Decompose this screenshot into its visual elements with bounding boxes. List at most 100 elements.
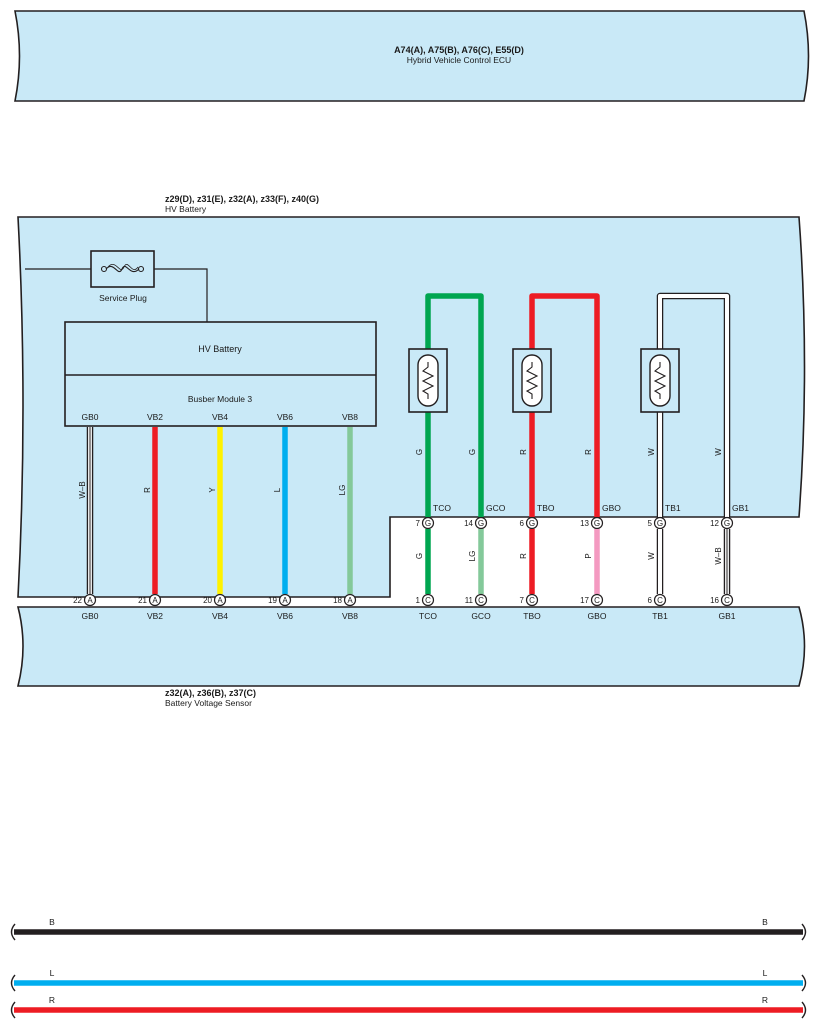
lower-wire-color: R	[519, 553, 528, 559]
line-break-left	[10, 1001, 16, 1019]
c-pin-label: TCO	[419, 611, 437, 621]
c-pin-label: TBO	[523, 611, 541, 621]
busbar-wire-color: W–B	[78, 481, 87, 498]
thermistor-zigzag	[525, 362, 539, 399]
busbar-pin-label: VB4	[212, 412, 228, 422]
a-terminal-letter: A	[282, 596, 288, 605]
c-terminal	[720, 593, 734, 607]
a-terminal	[278, 593, 292, 607]
lower-wire-color: P	[584, 553, 593, 558]
a-terminal-letter: A	[152, 596, 158, 605]
a-terminal-number: 22	[73, 596, 82, 605]
ecu-panel	[14, 10, 810, 102]
ecu-codes: A74(A), A75(B), A76(C), E55(D)	[394, 45, 524, 55]
line-break-right	[801, 923, 807, 941]
c-terminal-number: 6	[648, 596, 653, 605]
bus-line-label-right: R	[762, 995, 768, 1005]
lower-wire-color: LG	[468, 551, 477, 562]
c-pin-label: GB1	[718, 611, 735, 621]
a-pin-label: GB0	[81, 611, 98, 621]
g-terminal-number: 12	[710, 519, 719, 528]
busbar-wire-color: Y	[208, 487, 217, 493]
a-terminal-letter: A	[217, 596, 223, 605]
busbar-pin-label: VB8	[342, 412, 358, 422]
hv-battery-codes: z29(D), z31(E), z32(A), z33(F), z40(G)	[165, 194, 319, 204]
c-terminal-letter: C	[529, 596, 535, 605]
thermistor-icon	[417, 354, 439, 407]
a-terminal-letter: A	[87, 596, 93, 605]
g-terminal-letter: G	[724, 519, 730, 528]
fuse-icon	[107, 264, 139, 270]
service-plug-wire	[25, 268, 208, 322]
hv-battery-name: HV Battery	[165, 204, 207, 214]
g-terminal	[421, 516, 435, 530]
c-terminal-letter: C	[657, 596, 663, 605]
line-break-left	[10, 974, 16, 992]
a-terminal-letter: A	[347, 596, 353, 605]
busbar-wire-color: R	[143, 487, 152, 493]
bus-line-label-left: R	[49, 995, 55, 1005]
busbar-pin-label: VB6	[277, 412, 293, 422]
c-terminal-number: 16	[710, 596, 719, 605]
a-pin-label: VB2	[147, 611, 163, 621]
sensor-codes: z32(A), z36(B), z37(C)	[165, 688, 256, 698]
sensor-name: Battery Voltage Sensor	[165, 698, 252, 708]
fuse-icon	[105, 265, 140, 273]
hv-battery-box	[64, 321, 377, 427]
a-terminal-number: 19	[268, 596, 277, 605]
lower-wire-color: W	[647, 552, 656, 560]
thermistor-zigzag	[653, 362, 667, 399]
g-terminal-number: 13	[580, 519, 589, 528]
g-terminal	[525, 516, 539, 530]
c-terminal-number: 1	[416, 596, 421, 605]
bus-line-label-right: B	[762, 917, 768, 927]
g-terminal-number: 6	[520, 519, 525, 528]
c-terminal	[590, 593, 604, 607]
c-terminal-number: 11	[465, 596, 474, 605]
g-terminal-letter: G	[529, 519, 535, 528]
sensor-term-label: TCO	[433, 503, 451, 513]
c-terminal	[474, 593, 488, 607]
bus-line-label-left: B	[49, 917, 55, 927]
thermistor-icon	[521, 354, 543, 407]
sensor-wire-color: R	[584, 449, 593, 455]
busbar-wire-color: LG	[338, 485, 347, 496]
c-terminal-number: 17	[580, 596, 589, 605]
g-terminal-letter: G	[425, 519, 431, 528]
a-pin-label: VB8	[342, 611, 358, 621]
sensor-wire-color: G	[415, 449, 424, 455]
c-terminal-letter: C	[478, 596, 484, 605]
bus-line-label-left: L	[50, 968, 55, 978]
c-terminal	[525, 593, 539, 607]
g-terminal-number: 14	[464, 519, 473, 528]
sensor-term-label: GB1	[732, 503, 749, 513]
line-break-right	[801, 1001, 807, 1019]
a-terminal	[83, 593, 97, 607]
c-terminal-letter: C	[594, 596, 600, 605]
c-terminal-letter: C	[425, 596, 431, 605]
c-pin-label: GBO	[588, 611, 607, 621]
wiring-diagram	[10, 10, 810, 1019]
busbar-wire-color: L	[273, 487, 282, 492]
g-terminal-letter: G	[478, 519, 484, 528]
g-terminal	[590, 516, 604, 530]
a-terminal-number: 18	[333, 596, 342, 605]
sensor-panel	[16, 606, 806, 687]
a-terminal	[343, 593, 357, 607]
c-pin-label: TB1	[652, 611, 668, 621]
line-break-right	[801, 974, 807, 992]
a-pin-label: VB4	[212, 611, 228, 621]
lower-wire-color: G	[415, 553, 424, 559]
sensor-term-label: GCO	[486, 503, 506, 513]
g-terminal	[720, 516, 734, 530]
sensor-term-label: TBO	[537, 503, 555, 513]
busbar-pin-label: GB0	[81, 412, 98, 422]
thermistor-zigzag	[421, 362, 435, 399]
c-terminal	[653, 593, 667, 607]
sensor-wire-color: W	[647, 448, 656, 456]
sensor-term-label: GBO	[602, 503, 621, 513]
line-break-left	[10, 923, 16, 941]
a-terminal-number: 21	[138, 596, 147, 605]
g-terminal	[653, 516, 667, 530]
sensor-wire-color: R	[519, 449, 528, 455]
